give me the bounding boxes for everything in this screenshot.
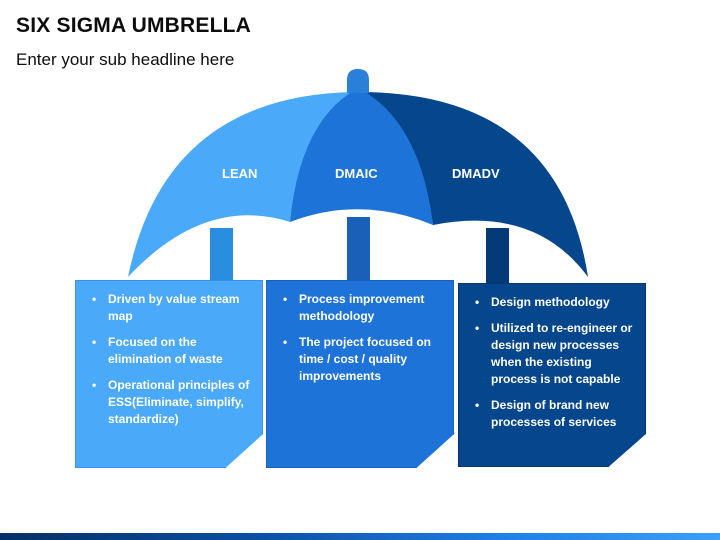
lean-segment xyxy=(128,92,355,277)
dmadv-bullet: Design methodology xyxy=(475,294,637,311)
dmadv-stem xyxy=(486,228,509,285)
page-subtitle: Enter your sub headline here xyxy=(16,50,235,69)
dmaic-stem xyxy=(347,217,370,282)
lean-bullet: Operational principles of ESS(Eliminate,… xyxy=(92,377,254,428)
dmaic-card: Process improvement methodology The proj… xyxy=(266,280,454,468)
lean-bullet-list: Driven by value stream map Focused on th… xyxy=(86,291,254,428)
dmadv-label: DMADV xyxy=(452,166,500,181)
lean-bullet: Focused on the elimination of waste xyxy=(92,334,254,368)
dmaic-label: DMAIC xyxy=(335,166,378,181)
lean-bullet: Driven by value stream map xyxy=(92,291,254,325)
lean-label: LEAN xyxy=(222,166,257,181)
dmadv-card: Design methodology Utilized to re-engine… xyxy=(458,283,646,467)
dmaic-segment xyxy=(290,88,433,225)
dmadv-bullet: Utilized to re-engineer or design new pr… xyxy=(475,320,637,388)
dmaic-bullet: The project focused on time / cost / qua… xyxy=(283,334,445,385)
dmaic-bullet: Process improvement methodology xyxy=(283,291,445,325)
lean-card: Driven by value stream map Focused on th… xyxy=(75,280,263,468)
page-title: SIX SIGMA UMBRELLA xyxy=(16,14,251,37)
lean-stem xyxy=(210,228,233,282)
dmadv-bullet: Design of brand new processes of service… xyxy=(475,397,637,431)
dmadv-segment xyxy=(365,92,588,277)
dmadv-bullet-list: Design methodology Utilized to re-engine… xyxy=(469,294,637,431)
dmaic-bullet-list: Process improvement methodology The proj… xyxy=(277,291,445,385)
bottom-accent-bar xyxy=(0,533,720,540)
umbrella-knob xyxy=(347,69,369,93)
